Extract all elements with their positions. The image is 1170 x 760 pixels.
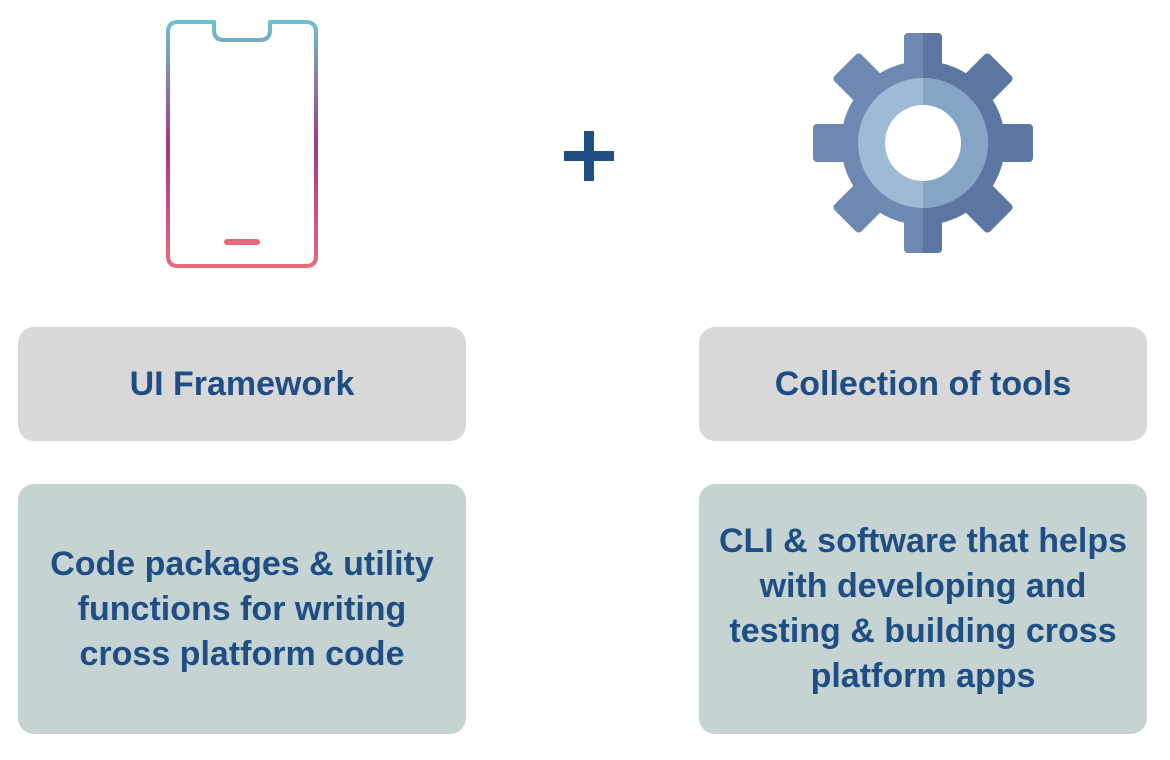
ui-framework-description-box: Code packages & utility functions for wr… xyxy=(18,484,466,734)
tools-title: Collection of tools xyxy=(774,364,1072,403)
tools-title-box: Collection of tools xyxy=(699,327,1147,441)
gear-icon xyxy=(808,28,1038,258)
tools-description-box: CLI & software that helps with developin… xyxy=(699,484,1147,734)
ui-framework-title: UI Framework xyxy=(129,364,355,403)
ui-framework-title-box: UI Framework xyxy=(18,327,466,441)
ui-framework-description: Code packages & utility functions for wr… xyxy=(50,544,434,673)
smartphone-icon xyxy=(160,16,324,272)
plus-icon xyxy=(559,126,619,186)
tools-description: CLI & software that helps with developin… xyxy=(718,522,1128,695)
